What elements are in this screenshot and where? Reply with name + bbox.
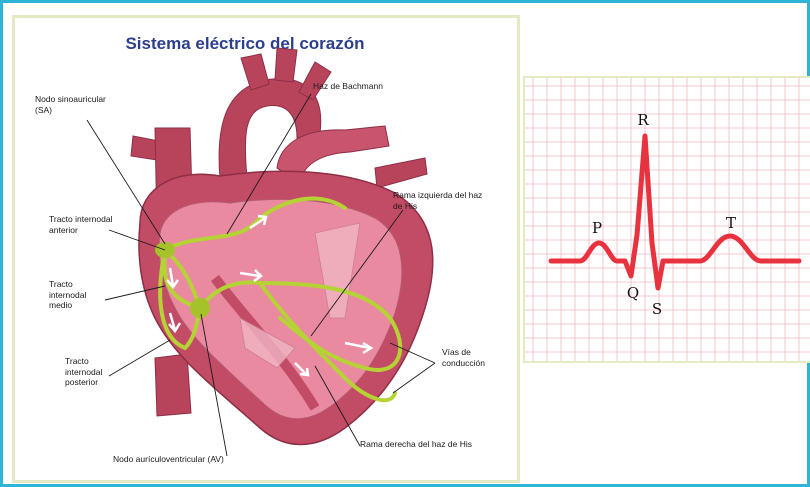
label-sa-node: Nodo sinoauricular (SA)	[35, 94, 106, 115]
bachmann-bundle-path	[163, 196, 347, 252]
flow-arrow	[344, 341, 374, 355]
flow-arrow	[239, 269, 263, 283]
aortic-arch	[218, 78, 322, 179]
inferior-vena-cava	[154, 353, 192, 417]
ecg-chart: P R Q S T	[525, 78, 810, 361]
flow-arrows	[166, 214, 374, 377]
label-posterior-tract: Tracto internodal posterior	[65, 356, 103, 387]
label-middle-tract: Tracto internodal medio	[49, 279, 87, 310]
right-bundle-path	[258, 281, 397, 403]
posterior-tract-path	[158, 248, 202, 351]
av-node	[190, 298, 210, 318]
papillary-muscle-2	[239, 317, 296, 369]
left-bundle-path	[258, 281, 403, 372]
ecg-marker-s: S	[652, 300, 662, 318]
leader-av	[200, 313, 228, 457]
label-bachmann: Haz de Bachmann	[313, 81, 383, 91]
ecg-marker-r: R	[637, 111, 649, 129]
ecg-marker-t: T	[726, 214, 736, 232]
ecg-grid	[525, 78, 810, 361]
leader-bachmann	[226, 93, 312, 235]
flow-arrow	[166, 267, 180, 290]
pulmonary-veins	[374, 157, 428, 189]
label-av-node: Nodo aurículoventricular (AV)	[113, 454, 224, 464]
aorta-branch-3	[298, 61, 332, 101]
label-left-bundle: Rama izquierda del haz de His	[393, 190, 483, 211]
leader-right-bundle	[314, 365, 361, 447]
flow-arrow	[294, 362, 310, 377]
label-conduction: Vías de conducción	[442, 347, 486, 368]
diagram-title: Sistema eléctrico del corazón	[125, 34, 365, 53]
label-right-bundle: Rama derecha del haz de His	[360, 439, 472, 449]
leader-sa	[86, 119, 166, 245]
flow-arrow	[249, 214, 268, 230]
ecg-panel: P R Q S T	[523, 76, 810, 363]
leader-conduction-1	[389, 342, 436, 364]
aorta-branch-1	[240, 53, 270, 91]
leader-anterior	[108, 229, 166, 251]
leader-conduction-2	[392, 362, 436, 394]
aorta-branch-2	[274, 47, 298, 83]
heart-illustration	[86, 47, 436, 457]
leader-middle	[104, 285, 166, 301]
leader-left-bundle	[310, 209, 404, 337]
pulmonary-artery	[276, 125, 390, 184]
heart-diagram-panel: Sistema eléctrico del corazón	[12, 15, 520, 483]
ecg-marker-q: Q	[627, 284, 639, 302]
leader-lines	[86, 93, 436, 457]
ecg-marker-p: P	[592, 219, 602, 237]
label-anterior-tract: Tracto internodal anterior	[49, 214, 113, 235]
flow-arrow	[168, 312, 182, 334]
ecg-trace	[548, 133, 802, 291]
leader-posterior	[108, 339, 171, 377]
